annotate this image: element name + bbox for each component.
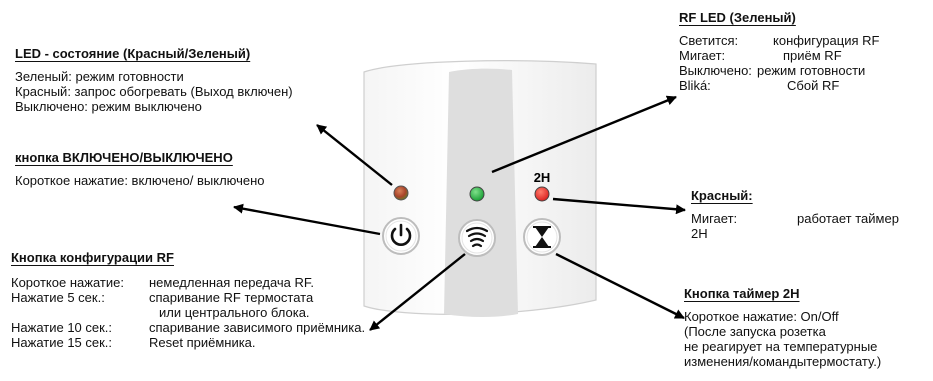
arrow-rf-button (369, 253, 466, 331)
timer-button-line: не реагирует на температурные (684, 339, 878, 354)
arrow-red-led (552, 197, 686, 215)
rf-button-block: Кнопка конфигурации RF Короткое нажатие:… (11, 250, 365, 350)
power-button-block: кнопка ВКЛЮЧЕНО/ВЫКЛЮЧЕНО Короткое нажат… (15, 150, 265, 188)
power-button[interactable] (382, 217, 420, 255)
arrow-power-button (233, 203, 381, 236)
arrow-led-state (316, 124, 393, 186)
red-led-cont: 2H (691, 226, 708, 241)
hourglass-icon (533, 226, 551, 248)
timer-button[interactable] (523, 218, 561, 256)
led-state-line: Зеленый: режим готовности (15, 69, 184, 84)
arrow-timer-button (555, 252, 685, 320)
callout-arrows (233, 95, 686, 331)
timer-button-line: (После запуска розетка (684, 324, 826, 339)
power-button-title: кнопка ВКЛЮЧЕНО/ВЫКЛЮЧЕНО (15, 150, 233, 165)
led-state-line: Красный: запрос обогревать (Выход включе… (15, 84, 293, 99)
rf-button-row: Нажатие 5 сек.:спаривание RF термостата (11, 290, 314, 305)
power-button-line: Короткое нажатие: включено/ выключено (15, 173, 265, 188)
led-rf-icon (469, 186, 485, 202)
timer-button-line: изменения/командытермостату.) (684, 354, 882, 369)
rf-button-row: Короткое нажатие:немедленная передача RF… (11, 275, 315, 290)
timer-2h-label: 2H (534, 170, 551, 185)
red-led-row: Мигает:работает таймер (691, 211, 899, 226)
rf-config-button[interactable] (458, 219, 496, 257)
led-state-block: LED - состояние (Красный/Зеленый) Зелены… (15, 46, 293, 114)
rf-led-row: Bliká:Сбой RF (679, 78, 840, 93)
rf-button-row: Нажатие 15 сек.:Reset приёмника. (11, 335, 256, 350)
arrow-rf-led (491, 95, 677, 174)
red-led-block: Красный: Мигает:работает таймер 2H (691, 188, 899, 241)
rf-led-row: Выключено:режим готовности (679, 63, 866, 78)
led-state-line: Выключено: режим выключено (15, 99, 202, 114)
rf-led-block: RF LED (Зеленый) Светится:конфигурация R… (679, 10, 879, 93)
rf-button-row: Нажатие 10 сек.:спаривание зависимого пр… (11, 320, 366, 335)
rf-led-row: Мигает:приём RF (679, 48, 842, 63)
timer-button-title: Кнопка таймер 2H (684, 286, 800, 301)
rf-button-title: Кнопка конфигурации RF (11, 250, 174, 265)
power-icon (390, 223, 412, 246)
led-timer-icon (534, 186, 550, 202)
led-state-title: LED - состояние (Красный/Зеленый) (15, 46, 251, 61)
timer-button-block: Кнопка таймер 2H Короткое нажатие: On/Of… (684, 286, 881, 369)
wireless-signal-icon (465, 226, 489, 248)
timer-button-line: Короткое нажатие: On/Off (684, 309, 839, 324)
led-state-icon (393, 185, 409, 201)
rf-led-title: RF LED (Зеленый) (679, 10, 796, 25)
rf-button-row: или центрального блока. (159, 305, 310, 320)
rf-led-row: Светится:конфигурация RF (679, 33, 880, 48)
red-led-title: Красный: (691, 188, 753, 203)
